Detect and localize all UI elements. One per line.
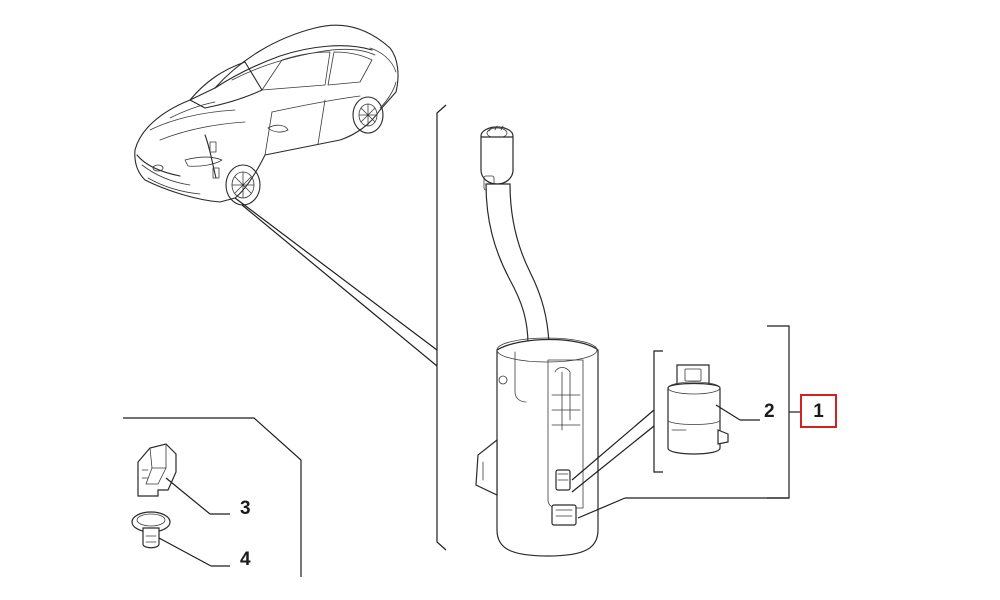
assembly-bracket <box>436 104 447 551</box>
washer-reservoir <box>475 125 599 557</box>
part-1-label: 1 <box>813 400 824 422</box>
small-parts-bracket <box>123 417 302 577</box>
car-leader-lines <box>234 197 438 367</box>
leader-2 <box>715 404 741 421</box>
part-2-label: 2 <box>764 401 775 422</box>
part-4-label: 4 <box>240 549 251 570</box>
clip-part <box>137 443 230 515</box>
pump-leader-lines <box>571 409 789 519</box>
part-1-highlight-box: 1 <box>800 394 837 428</box>
washer-pump <box>667 364 729 455</box>
part-3-label: 3 <box>240 498 251 519</box>
push-pin-part <box>131 511 230 567</box>
car-illustration <box>134 24 399 206</box>
